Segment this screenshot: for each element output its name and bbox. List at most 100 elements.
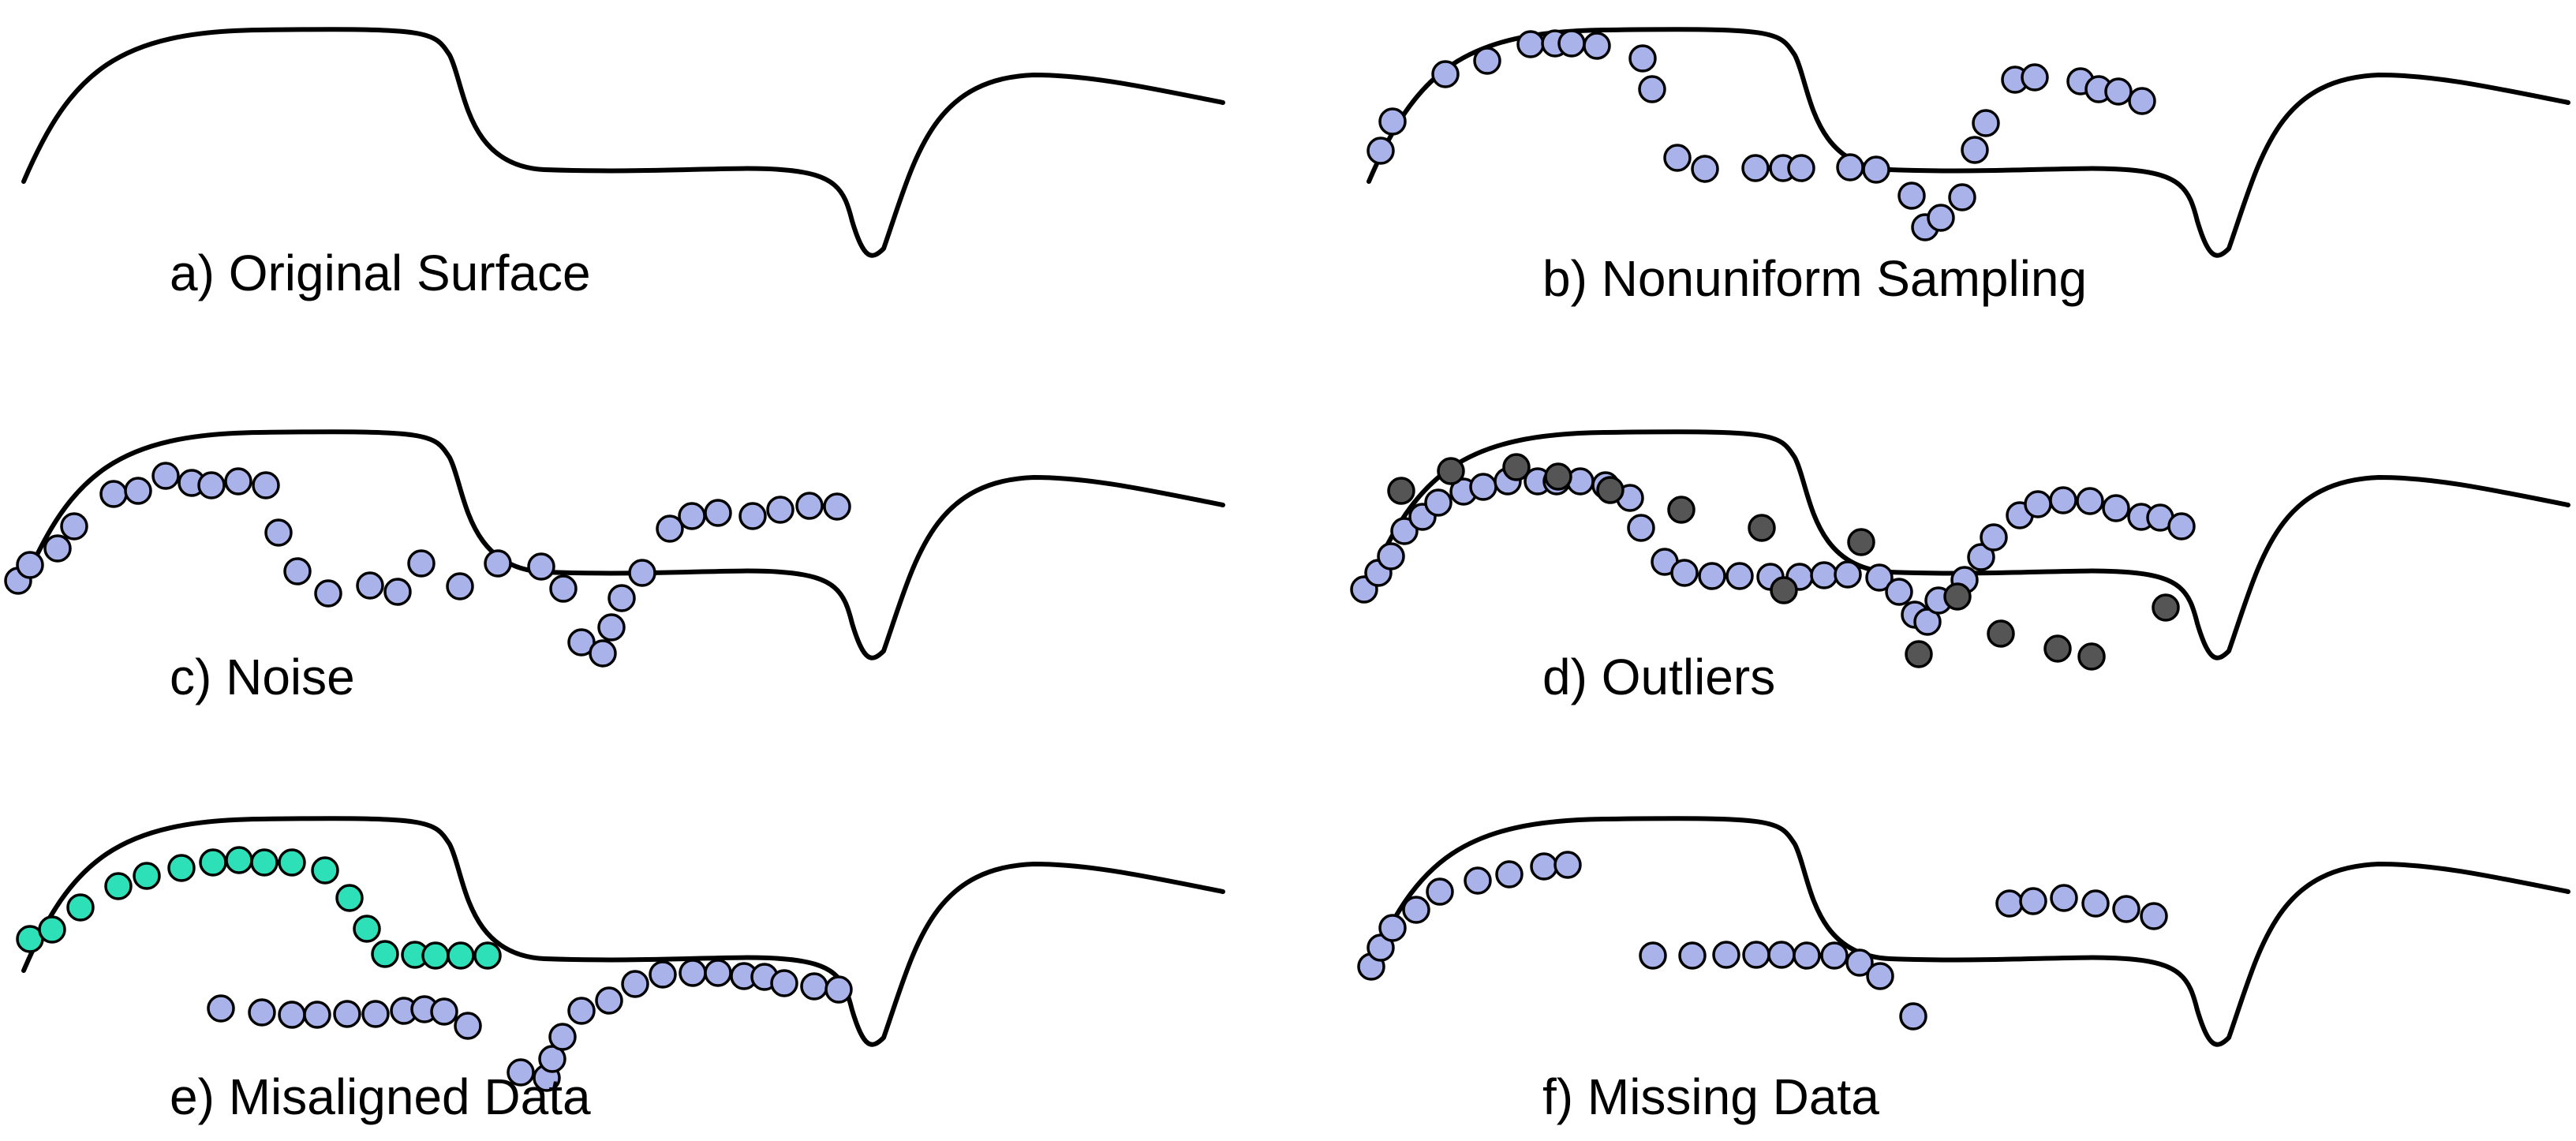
sample-point — [1927, 204, 1955, 232]
misaligned-scan-point — [447, 941, 475, 970]
sample-point — [1627, 514, 1655, 542]
noisy-sample-point — [99, 480, 128, 508]
sample-point — [1885, 578, 1913, 606]
sample-point — [1967, 543, 1995, 571]
sample-point — [1424, 488, 1453, 517]
sample-point — [1628, 44, 1657, 73]
misaligned-scan-point — [199, 848, 227, 877]
misaligned-scan-point — [335, 884, 364, 912]
outlier-point — [1987, 619, 2015, 648]
surface-curve — [21, 27, 1225, 258]
noisy-sample-point — [252, 471, 280, 499]
panel-label-outliers: d) Outliers — [1542, 649, 1775, 705]
outlier-point — [1667, 496, 1696, 524]
panel-label-noise: c) Noise — [170, 649, 355, 705]
sample-point — [1402, 896, 1430, 924]
sample-point — [2104, 77, 2133, 106]
sample-point — [1980, 523, 2008, 552]
outlier-point — [1437, 457, 1465, 485]
panel-label-original-surface: a) Original Surface — [170, 245, 591, 301]
sample-point — [2102, 494, 2130, 522]
misaligned-scan-point — [311, 856, 339, 885]
outlier-point — [1905, 640, 1933, 668]
noisy-sample-point — [446, 572, 474, 600]
sample-point — [1367, 137, 1395, 165]
panel-label-misaligned-data: e) Misaligned Data — [170, 1068, 591, 1125]
noisy-sample-point — [224, 467, 252, 496]
panel-outliers: d) Outliers — [1350, 429, 2570, 705]
panel-noise: c) Noise — [4, 429, 1225, 705]
noisy-sample-point — [356, 571, 384, 600]
noisy-sample-point — [738, 502, 767, 530]
sample-point — [1913, 608, 1942, 636]
noisy-sample-point — [264, 518, 293, 547]
sample-point — [1820, 941, 1849, 970]
misaligned-scan-point — [278, 848, 306, 877]
noisy-sample-point — [484, 549, 512, 578]
noisy-sample-point — [283, 557, 312, 585]
misaligned-scan-point — [133, 862, 161, 890]
sample-point — [2167, 512, 2196, 541]
sample-point — [2081, 889, 2110, 918]
sample-point — [1469, 473, 1497, 501]
sample-point — [1473, 47, 1501, 75]
noisy-sample-point — [549, 574, 578, 603]
surface-curve — [1367, 816, 2570, 1047]
noisy-sample-point — [628, 559, 656, 587]
sample-point — [1663, 144, 1692, 172]
sample-point — [207, 994, 235, 1023]
sample-point — [649, 960, 677, 989]
noisy-sample-point — [527, 552, 555, 581]
noisy-sample-point — [314, 579, 342, 608]
sample-point — [430, 997, 458, 1026]
sample-point — [2112, 895, 2140, 923]
noisy-sample-point — [151, 462, 180, 490]
noisy-sample-point — [656, 514, 684, 543]
sample-point — [1948, 183, 1976, 211]
sample-point — [548, 1023, 577, 1051]
sample-point — [303, 1001, 331, 1029]
sample-point — [1530, 852, 1558, 881]
sample-point — [1638, 75, 1666, 103]
sample-point — [1862, 155, 1890, 184]
sample-point — [2021, 63, 2049, 92]
sample-point — [1464, 866, 1492, 895]
sample-point — [1691, 155, 1719, 183]
sample-point — [1787, 154, 1815, 182]
noisy-sample-point — [197, 471, 226, 499]
surface-curve — [21, 816, 1225, 1047]
sample-point — [1390, 517, 1419, 545]
surface-curve — [1367, 27, 2570, 258]
panel-nonuniform-sampling: b) Nonuniform Sampling — [1367, 27, 2570, 307]
misaligned-scan-point — [104, 872, 133, 900]
sample-point — [1767, 941, 1796, 969]
sample-point — [1742, 941, 1770, 969]
sample-point — [1431, 60, 1460, 88]
sample-point — [1557, 29, 1586, 58]
outlier-point — [1748, 514, 1776, 542]
outlier-point — [2152, 593, 2180, 622]
sample-point — [1834, 560, 1862, 589]
sample-point — [361, 1000, 390, 1028]
noisy-sample-point — [16, 551, 44, 579]
noisy-sample-point — [43, 534, 72, 563]
sample-point — [770, 969, 798, 997]
noisy-sample-point — [678, 502, 706, 530]
sample-point — [704, 959, 732, 987]
sample-point — [1378, 914, 1407, 942]
noisy-sample-point — [589, 639, 617, 668]
sample-point — [2128, 87, 2156, 115]
noisy-sample-point — [124, 477, 152, 505]
sample-point — [1725, 562, 1754, 590]
sample-point — [333, 1000, 361, 1028]
surface-curve — [21, 429, 1225, 660]
misaligned-scan-point — [66, 893, 95, 922]
sample-point — [567, 997, 596, 1025]
sample-point — [824, 975, 853, 1004]
outlier-point — [2043, 634, 2072, 663]
misaligned-scan-point — [473, 941, 502, 970]
noisy-sample-point — [597, 613, 626, 642]
misaligned-scan-point — [38, 915, 66, 944]
misaligned-scan-point — [250, 848, 279, 877]
